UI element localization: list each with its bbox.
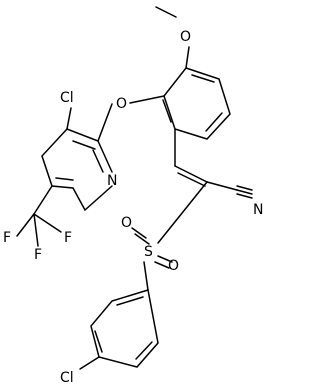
atom-s-sulfonyl: S: [144, 244, 153, 260]
pyridine-ring: [41, 128, 99, 189]
vinyl-double-bond-a: [174, 165, 208, 183]
atom-cl-phenyl: Cl: [60, 370, 74, 386]
atom-f-1: F: [3, 230, 11, 246]
bond-s-o2-a: [157, 255, 173, 263]
chlorophenyl-inner-1: [116, 296, 144, 306]
bond-pyridine-cl: [66, 107, 72, 130]
benzene-inner-bond-3: [162, 99, 172, 123]
bonds: [16, 6, 253, 370]
chlorophenyl-ring: [90, 289, 159, 368]
chlorophenyl-inner-3: [135, 341, 153, 360]
bond-c-f2: [33, 213, 62, 233]
bond-vinyl-s: [157, 181, 208, 244]
pyridine-inner-2: [55, 177, 74, 181]
atom-o-methoxy: O: [180, 29, 191, 45]
atom-o-ether: O: [116, 96, 127, 112]
bond-c5-c4: [72, 187, 86, 211]
atom-o-sulfonyl-2: O: [168, 258, 179, 274]
benzene-inner-bond-2: [205, 112, 223, 132]
bond-phenyl-cl: [79, 356, 100, 370]
pyridine-ring-b: [97, 140, 113, 173]
atom-f-3: F: [34, 247, 42, 263]
bond-o-aryl: [185, 46, 190, 69]
bond-s-o2-b: [154, 261, 170, 269]
bond-s-o1-a: [131, 227, 147, 239]
bond-c-f1: [16, 213, 35, 237]
bond-vinyl-nitrile-c: [206, 181, 238, 191]
atom-f-2: F: [64, 230, 72, 246]
vinyl-double-bond-b: [177, 172, 206, 187]
bond-c-f3: [33, 213, 39, 247]
bond-s-phenyl: [143, 261, 149, 291]
atom-o-sulfonyl-1: O: [121, 215, 132, 231]
bond-methyl-o: [155, 6, 177, 18]
chlorophenyl-inner-2: [94, 330, 103, 353]
pyridine-inner-1: [72, 140, 96, 150]
bond-o-ether-pyridine: [97, 103, 113, 142]
benzene-ring: [163, 67, 231, 140]
bond-ring-cf3: [33, 185, 53, 215]
nitrile-triple-1: [236, 185, 253, 191]
bond-s-o1-b: [134, 233, 150, 245]
atom-n-nitrile: N: [253, 202, 263, 218]
benzene-inner-bond-1: [191, 74, 215, 83]
bond-aryl-o-ether: [129, 95, 165, 104]
atom-n-pyridine: N: [107, 173, 117, 189]
structure-diagram: O O Cl N F F F N S O O Cl: [3, 6, 263, 386]
nitrile-triple-3: [236, 193, 253, 199]
bond-c4-n: [84, 185, 113, 211]
atom-cl-pyridine: Cl: [60, 90, 74, 106]
nitrile-triple-2: [236, 189, 253, 195]
atom-labels: O O Cl N F F F N S O O Cl: [3, 29, 263, 386]
pyridine-inner-3: [92, 149, 104, 173]
